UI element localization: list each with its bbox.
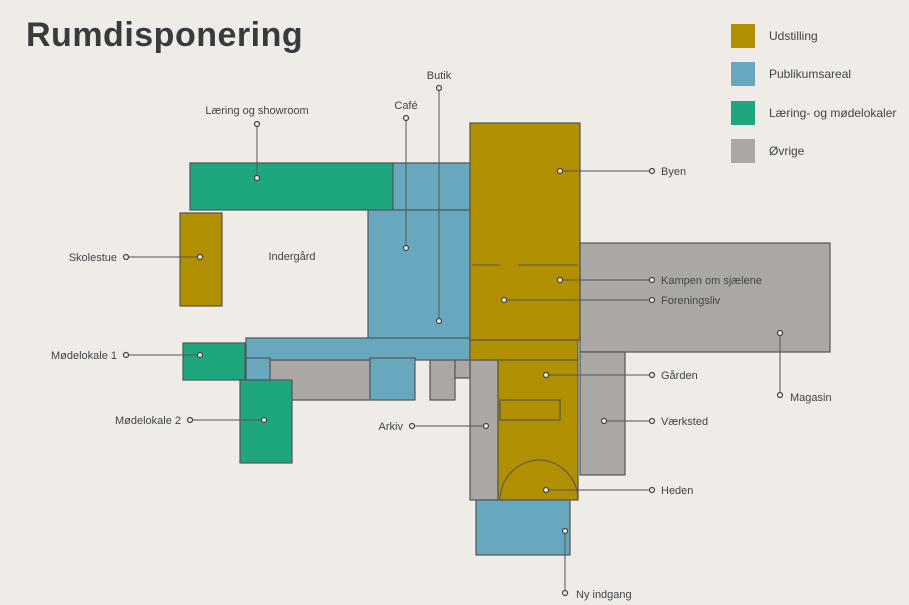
legend-label: Publikumsareal [769, 67, 852, 81]
marker-dot [402, 114, 410, 122]
marker-dot [648, 417, 656, 425]
marker-dot [435, 84, 443, 92]
marker-dot [648, 167, 656, 175]
label-byen: Byen [661, 166, 686, 178]
legend-label: Øvrige [769, 144, 805, 158]
legend-item-udstilling: Udstilling [731, 24, 818, 48]
room-ny-indgang[interactable] [475, 499, 571, 556]
marker-dot [402, 244, 410, 252]
room-other [429, 359, 456, 401]
room-heden[interactable] [497, 359, 579, 501]
label-magasin: Magasin [790, 392, 832, 404]
label-cafe: Café [394, 100, 417, 112]
room-modelokale-1[interactable] [182, 342, 246, 381]
label-gaarden: Gården [661, 370, 698, 382]
room-laering-showroom[interactable] [189, 162, 394, 211]
marker-dot [196, 253, 204, 261]
marker-dot [186, 416, 194, 424]
corridor [245, 337, 471, 361]
room-cafe-upper [392, 162, 471, 211]
marker-dot [561, 527, 569, 535]
room-vaerksted[interactable] [579, 351, 626, 476]
marker-dot [122, 253, 130, 261]
room-other [454, 357, 471, 379]
room-publikum [367, 209, 471, 346]
marker-dot [435, 317, 443, 325]
room-modelokale-2[interactable] [239, 379, 293, 464]
legend-swatch [731, 24, 755, 48]
corridor [245, 357, 271, 381]
label-arkiv: Arkiv [379, 421, 404, 433]
marker-dot [556, 167, 564, 175]
marker-dot [648, 276, 656, 284]
label-modelokale-1: Mødelokale 1 [51, 350, 117, 362]
marker-dot [648, 486, 656, 494]
marker-dot [482, 422, 490, 430]
legend-swatch [731, 101, 755, 125]
label-ny-indgang: Ny indgang [576, 589, 632, 601]
marker-dot [648, 296, 656, 304]
marker-dot [542, 486, 550, 494]
marker-dot [408, 422, 416, 430]
room-byen[interactable] [469, 122, 581, 341]
marker-dot [776, 329, 784, 337]
display-case [499, 399, 561, 421]
marker-dot [648, 371, 656, 379]
marker-dot [253, 120, 261, 128]
legend-swatch [731, 139, 755, 163]
page-title: Rumdisponering [26, 16, 304, 54]
label-laering-showroom: Læring og showroom [205, 105, 308, 117]
label-modelokale-2: Mødelokale 2 [115, 415, 181, 427]
marker-dot [253, 174, 261, 182]
room-small [369, 357, 416, 401]
label-butik: Butik [427, 70, 452, 82]
label-foreningsliv: Foreningsliv [661, 295, 721, 307]
marker-dot [260, 416, 268, 424]
room-arkiv[interactable] [469, 359, 499, 501]
legend-item-ovrige: Øvrige [731, 139, 804, 163]
legend-label: Udstilling [769, 29, 818, 43]
marker-dot [196, 351, 204, 359]
legend-item-publikumsareal: Publikumsareal [731, 62, 851, 86]
label-skolestue: Skolestue [69, 252, 117, 264]
marker-dot [600, 417, 608, 425]
marker-dot [122, 351, 130, 359]
marker-dot [556, 276, 564, 284]
legend-label: Læring- og mødelokaler [769, 106, 897, 120]
room-magasin[interactable] [579, 242, 831, 353]
marker-dot [500, 296, 508, 304]
label-indergaard: Indergård [268, 251, 315, 263]
marker-dot [542, 371, 550, 379]
marker-dot [776, 391, 784, 399]
arch [499, 459, 579, 501]
legend-swatch [731, 62, 755, 86]
label-heden: Heden [661, 485, 693, 497]
marker-dot [561, 589, 569, 597]
label-kampen: Kampen om sjælene [661, 275, 762, 287]
legend-item-laering: Læring- og mødelokaler [731, 101, 896, 125]
label-vaerksted: Værksted [661, 416, 708, 428]
room-gaarden[interactable] [469, 339, 579, 361]
